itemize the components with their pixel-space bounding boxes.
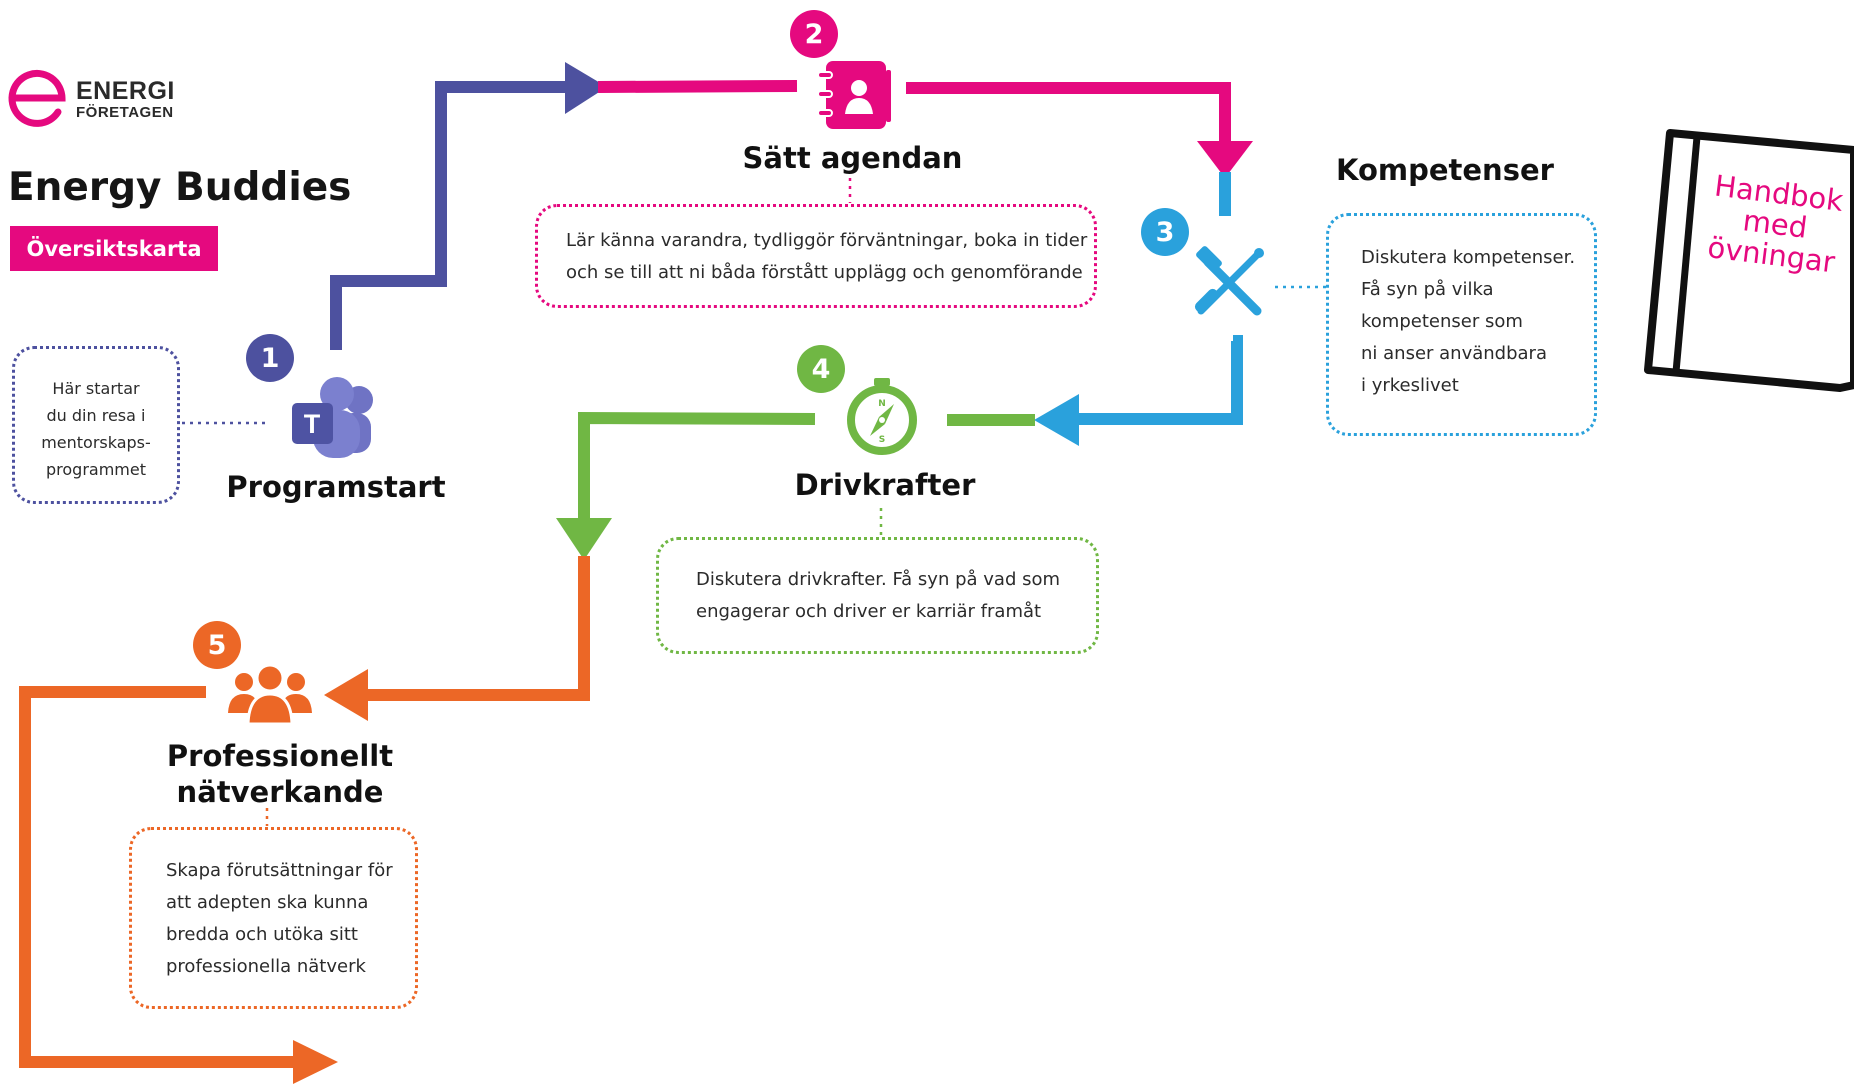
address-book-icon — [817, 61, 891, 129]
step-number-4: 4 — [797, 345, 845, 393]
step-title-line: Professionellt — [166, 739, 394, 773]
path-magenta-a — [597, 80, 798, 93]
teams-icon: T — [292, 377, 373, 458]
path-green-b — [578, 411, 816, 528]
group-icon — [228, 663, 312, 726]
step-number-2: 2 — [790, 10, 838, 58]
arrowhead-blue — [1034, 394, 1079, 446]
energiforetagen-logo-icon — [8, 69, 66, 127]
overview-label: Översiktskarta — [10, 226, 218, 271]
arrow-drivkrafter-to-natverk — [556, 411, 1035, 560]
arrow-agenda-to-kompetenser — [597, 80, 1253, 178]
handbook-icon — [1644, 129, 1854, 392]
description-line: och se till att ni båda förstått upplägg… — [566, 262, 1083, 283]
description-line: Få syn på vilka — [1361, 279, 1494, 300]
step-title-programstart: Programstart — [226, 470, 446, 504]
description-line: Diskutera kompetenser. — [1361, 247, 1576, 268]
arrow-start-to-agenda — [330, 62, 607, 350]
step-description-5: Skapa förutsättningar för att adepten sk… — [129, 827, 418, 1009]
svg-text:N: N — [878, 399, 886, 409]
description-line: ni anser användbara — [1361, 343, 1547, 364]
description-line: Skapa förutsättningar för — [166, 860, 393, 881]
description-line: bredda och utöka sitt — [166, 924, 358, 945]
arrow-natverk-exit — [19, 556, 590, 1084]
description-line: Lär känna varandra, tydliggör förväntnin… — [566, 230, 1088, 251]
step-number-3: 3 — [1141, 208, 1189, 256]
step-number-1: 1 — [246, 334, 294, 382]
svg-text:S: S — [879, 435, 885, 445]
arrowhead-magenta — [1197, 141, 1253, 178]
path-magenta-b — [906, 82, 1231, 150]
step-description-1: Här startar du din resa i mentorskaps- p… — [12, 346, 180, 504]
handbook-label: Handbok med övningar — [1695, 168, 1854, 280]
logo-text-line2: FÖRETAGEN — [76, 104, 174, 121]
arrowhead-indigo — [565, 62, 607, 114]
step-title-line: nätverkande — [176, 775, 384, 809]
step-title-drivkrafter: Drivkrafter — [794, 468, 976, 502]
step-title-professionellt-natverkande: Professionellt nätverkande — [130, 738, 430, 810]
description-line: Här startar — [52, 379, 140, 398]
tools-icon — [1194, 246, 1264, 316]
description-line: engagerar och driver er karriär framåt — [696, 601, 1042, 622]
description-line: programmet — [46, 460, 146, 479]
arrowhead-orange-left — [324, 669, 368, 721]
page-title: Energy Buddies — [8, 165, 352, 210]
description-line: kompetenser som — [1361, 311, 1523, 332]
description-line: i yrkeslivet — [1361, 375, 1459, 396]
path-indigo — [330, 81, 575, 350]
logo-text-line1: ENERGI — [76, 77, 175, 105]
description-line: du din resa i — [46, 406, 146, 425]
svg-text:T: T — [304, 409, 321, 439]
compass-icon: N S — [847, 378, 917, 455]
arrowhead-orange-right — [293, 1040, 338, 1084]
step-number-5: 5 — [193, 621, 241, 669]
step-title-satt-agendan: Sätt agendan — [742, 141, 963, 175]
description-line: att adepten ska kunna — [166, 892, 369, 913]
description-line: mentorskaps- — [41, 433, 151, 452]
description-line: professionella nätverk — [166, 956, 366, 977]
arrowhead-green — [556, 518, 612, 560]
path-orange-a — [359, 556, 590, 701]
step-description-2: Lär känna varandra, tydliggör förväntnin… — [535, 204, 1097, 308]
step-description-3: Diskutera kompetenser. Få syn på vilka k… — [1326, 213, 1597, 436]
path-orange-b — [19, 686, 300, 1068]
arrow-kompetenser-to-drivkrafter — [1034, 172, 1243, 446]
step-description-4: Diskutera drivkrafter. Få syn på vad som… — [656, 537, 1099, 654]
step-title-kompetenser: Kompetenser — [1336, 153, 1554, 187]
description-line: Diskutera drivkrafter. Få syn på vad som — [696, 569, 1061, 590]
path-blue-b — [1063, 335, 1243, 425]
